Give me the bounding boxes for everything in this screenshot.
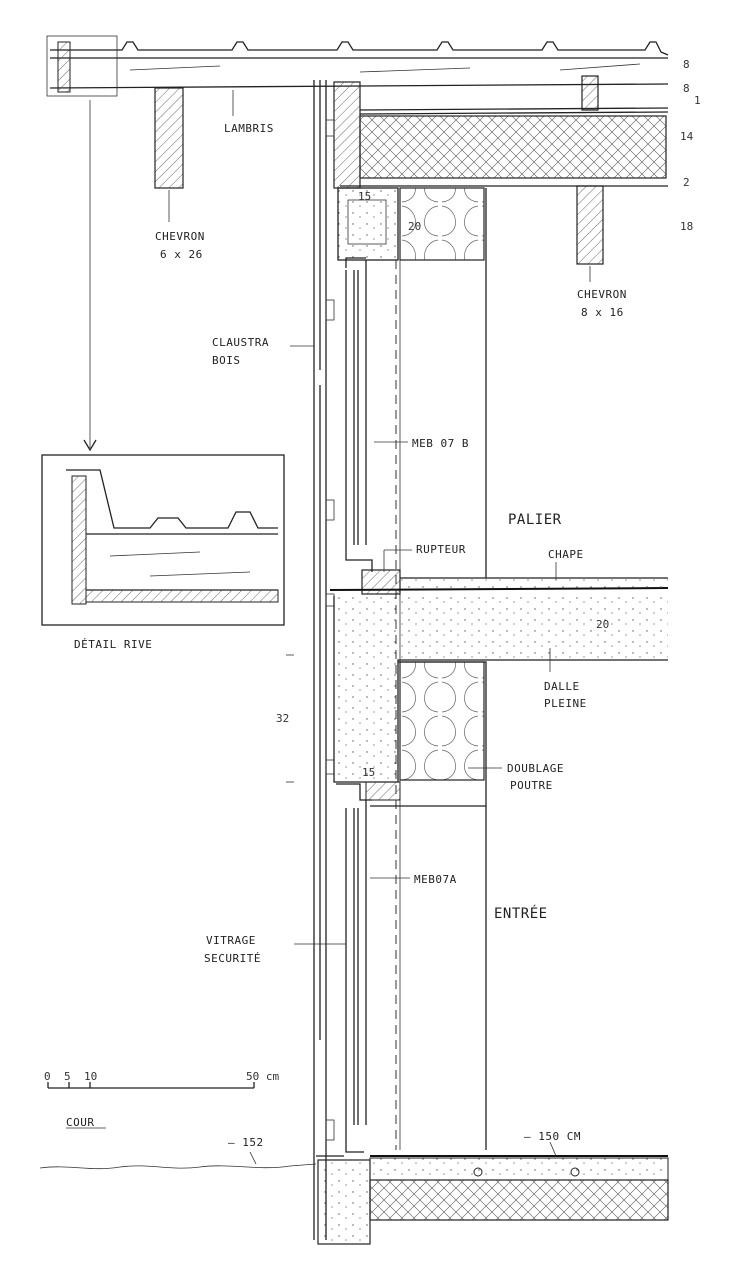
label-dalle: DALLE: [544, 680, 580, 693]
leaders: [66, 90, 591, 1165]
dim-14: 14: [680, 130, 694, 143]
label-doublage: DOUBLAGE: [507, 762, 564, 775]
roof-assembly: [46, 35, 669, 265]
label-level-152: – 152: [228, 1136, 264, 1149]
ground: [39, 1155, 669, 1245]
dim-18: 18: [680, 220, 693, 233]
dim-2: 2: [683, 176, 690, 189]
label-detail-rive: DÉTAIL RIVE: [74, 638, 152, 651]
dimensions: 8 8 1 14 2 18 15 20 20 32 15: [276, 58, 701, 779]
label-claustra-bois: BOIS: [212, 354, 241, 367]
scale-t0: 0: [44, 1070, 51, 1083]
label-dalle-pleine: PLEINE: [544, 697, 587, 710]
label-cour: COUR: [66, 1116, 95, 1129]
label-palier: PALIER: [508, 512, 562, 528]
label-rupteur: RUPTEUR: [416, 543, 466, 556]
dim-15-bottom: 15: [362, 766, 375, 779]
label-vitrage-securite: SECURITÉ: [204, 952, 261, 965]
label-claustra: CLAUSTRA: [212, 336, 269, 349]
label-chevron-right: CHEVRON: [577, 288, 627, 301]
detail-rive-inset: [41, 100, 285, 626]
label-chevron-left: CHEVRON: [155, 230, 205, 243]
scale-t5: 5: [64, 1070, 71, 1083]
scale-bar: 0 5 10 50 cm: [44, 1070, 279, 1089]
dim-8b: 8: [683, 82, 690, 95]
label-chevron-left-size: 6 x 26: [160, 248, 203, 261]
dim-15-top: 15: [358, 190, 371, 203]
dim-1: 1: [694, 94, 701, 107]
slab: [329, 569, 669, 807]
dim-8a: 8: [683, 58, 690, 71]
dim-32: 32: [276, 712, 289, 725]
labels: LAMBRIS CHEVRON 6 x 26 CHEVRON 8 x 16 CL…: [66, 122, 627, 1149]
label-chevron-right-size: 8 x 16: [581, 306, 624, 319]
label-level-150: – 150 CM: [524, 1130, 581, 1143]
label-doublage-poutre: POUTRE: [510, 779, 553, 792]
dim-20-slab: 20: [596, 618, 609, 631]
label-entree: ENTRÉE: [494, 905, 548, 922]
label-lambris: LAMBRIS: [224, 122, 274, 135]
label-chape: CHAPE: [548, 548, 584, 561]
label-meb07b: MEB 07 B: [412, 437, 469, 450]
scale-t10: 10: [84, 1070, 97, 1083]
scale-t50: 50 cm: [246, 1070, 279, 1083]
dim-20-insulation: 20: [408, 220, 421, 233]
label-meb07a: MEB07A: [414, 873, 457, 886]
label-vitrage: VITRAGE: [206, 934, 256, 947]
